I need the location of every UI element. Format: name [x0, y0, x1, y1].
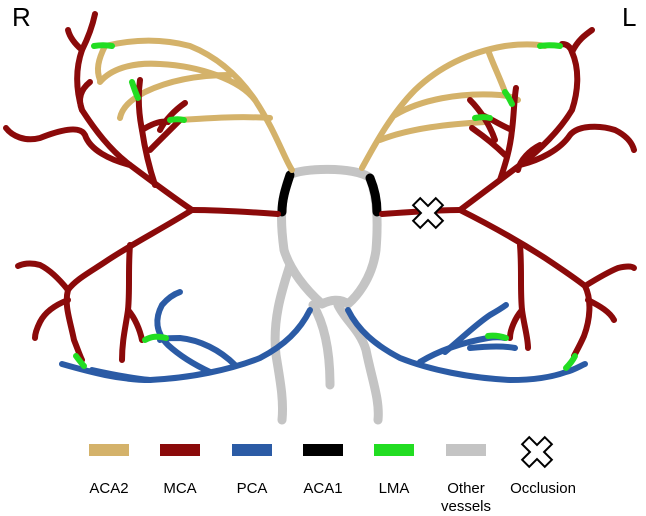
aca2-right-branch-2	[117, 72, 233, 121]
legend-swatch-lma	[374, 444, 414, 456]
mca-left-upper-b	[569, 27, 595, 55]
lma-right-3	[167, 116, 187, 123]
legend	[89, 435, 554, 469]
legend-swatch-aca2	[89, 444, 129, 456]
lma-left-3	[472, 114, 493, 121]
legend-label-pca: PCA	[236, 480, 268, 497]
legend-label-other-line2: vessels	[440, 498, 492, 515]
legend-label-aca1: ACA1	[303, 480, 343, 497]
mca-right-upper-a	[3, 125, 133, 168]
basilar-inner-right	[333, 300, 383, 425]
legend-swatch-aca1	[303, 444, 343, 456]
mca-left-upper-a	[517, 123, 637, 168]
lma-right-2	[129, 79, 141, 101]
aca1-right	[277, 170, 295, 217]
legend-label-lma: LMA	[378, 480, 410, 497]
pca-left-main	[345, 307, 588, 383]
circle-of-willis	[277, 164, 382, 309]
mca-right-lower-d	[125, 307, 145, 343]
occlusion-x-icon	[411, 196, 445, 230]
right-hemisphere-label: R	[12, 2, 31, 32]
lma-right-4	[142, 333, 169, 343]
aca2-left-branch-1	[392, 91, 521, 118]
aca2-left-branch-2	[377, 119, 488, 143]
lma-left-1	[537, 42, 563, 49]
mca-left-lower-d	[507, 307, 525, 341]
mca-left-upper-g	[515, 142, 543, 173]
mca-vessels	[3, 11, 637, 363]
pca-right-branch-3	[89, 367, 153, 383]
legend-label-mca: MCA	[163, 480, 197, 497]
legend-swatch-pca	[232, 444, 272, 456]
legend-swatch-mca	[160, 444, 200, 456]
basilar-inner-left	[308, 300, 335, 390]
aca2-left-main	[359, 41, 548, 171]
lma-left-5	[563, 353, 578, 371]
mca-right-upper-b	[65, 27, 85, 53]
other-vessels	[270, 164, 383, 425]
aca2-right-branch-3	[177, 114, 273, 123]
aca1-left	[365, 173, 382, 217]
mca-left-upper-e	[469, 125, 508, 158]
mca-left-lower-c	[517, 242, 531, 351]
aca2-right-branch-1	[97, 60, 258, 103]
lma-left-4	[485, 332, 509, 341]
mca-left-lower-a	[582, 263, 637, 289]
aca1-segments	[277, 170, 382, 217]
mca-right-lower-b	[32, 297, 71, 341]
legend-occlusion-icon	[520, 435, 554, 469]
pca-left-branch-3	[467, 343, 518, 351]
mca-right-lower-c	[119, 242, 133, 363]
mca-right-upper-f	[157, 100, 188, 133]
mca-left-lower-b	[585, 297, 617, 323]
aca2-right-main	[102, 37, 295, 173]
legend-swatch-other	[446, 444, 486, 456]
lma-right-1	[91, 42, 115, 49]
legend-label-other-vessels: Other vessels	[431, 480, 501, 516]
lma-right-5	[73, 353, 87, 369]
legend-label-aca2: ACA2	[89, 480, 129, 497]
mca-right-upper-g	[77, 79, 93, 113]
pca-right-branch-2	[154, 289, 213, 375]
left-hemisphere-label: L	[622, 2, 637, 32]
mca-right-lower-a	[15, 260, 71, 293]
legend-label-occlusion: Occlusion	[510, 480, 576, 497]
legend-label-other-line1: Other	[447, 480, 485, 497]
mca-right-trunk	[189, 207, 281, 217]
aca2-left-twig	[485, 47, 508, 95]
pca-left-branch-2	[442, 302, 509, 355]
lma-left-2	[502, 89, 515, 107]
basilar-left-stem	[270, 260, 295, 425]
mca-left-upper-division	[457, 41, 581, 213]
lma-segments	[73, 42, 578, 371]
aca2-right-twig	[94, 43, 108, 83]
